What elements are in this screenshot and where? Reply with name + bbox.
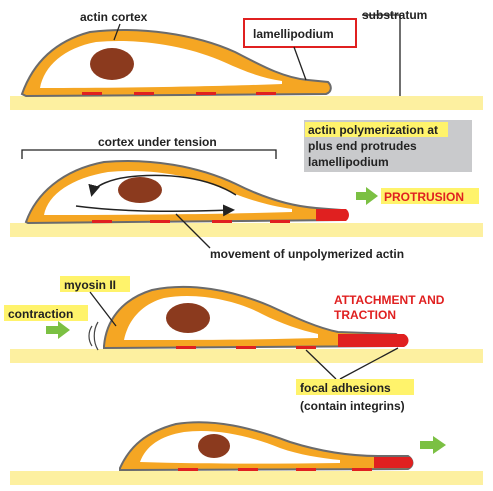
substratum-bar-2 bbox=[10, 223, 483, 237]
actin-flow-arrow-upper bbox=[88, 174, 237, 197]
polymerization-text-line3: lamellipodium bbox=[308, 155, 389, 169]
cortex-under-tension-label: cortex under tension bbox=[98, 135, 217, 149]
focal-contacts-2 bbox=[92, 220, 290, 223]
attachment-line1: ATTACHMENT AND bbox=[334, 293, 445, 307]
attachment-line2: TRACTION bbox=[334, 308, 396, 322]
contraction-label: contraction bbox=[8, 307, 73, 321]
myosin-highlight bbox=[60, 276, 130, 292]
lamellipodium-box bbox=[243, 18, 357, 48]
lamellipodium-label: lamellipodium bbox=[253, 27, 334, 41]
panel-4 bbox=[10, 421, 483, 485]
lamellipodium-tip bbox=[316, 209, 349, 221]
cell-cytoplasm-4 bbox=[140, 430, 340, 464]
polymerization-text-line2: plus end protrudes bbox=[308, 139, 417, 153]
actin-cortex-label: actin cortex bbox=[80, 10, 148, 24]
attachment-tip bbox=[338, 334, 409, 347]
nucleus-2 bbox=[118, 177, 162, 203]
cell-cytoplasm-3 bbox=[124, 295, 318, 340]
actin-cortex-pointer bbox=[113, 23, 121, 41]
contraction-motion-lines bbox=[88, 321, 99, 351]
focal-adhesions-highlight bbox=[296, 379, 414, 395]
nucleus-3 bbox=[166, 303, 210, 333]
protrusion-arrow bbox=[356, 187, 378, 205]
substratum-bar bbox=[10, 96, 483, 110]
nucleus-4 bbox=[198, 434, 230, 458]
focal-pointer-left bbox=[305, 349, 337, 380]
substratum-bar-4 bbox=[10, 471, 483, 485]
polymerization-highlight bbox=[305, 122, 448, 137]
focal-pointer-right bbox=[339, 347, 399, 380]
actin-flow-arrow-lower bbox=[75, 204, 235, 217]
nucleus bbox=[90, 48, 134, 80]
movement-label: movement of unpolymerized actin bbox=[210, 247, 404, 261]
focal-contacts-4 bbox=[178, 468, 372, 471]
panel-2: cortex under tension actin polymerizatio… bbox=[10, 120, 483, 261]
contain-integrins-label: (contain integrins) bbox=[300, 399, 405, 413]
panel-3: myosin II contraction ATTACHMENT AND TRA… bbox=[4, 276, 483, 413]
focal-contacts-3 bbox=[176, 346, 316, 349]
substratum-pointer bbox=[362, 14, 401, 96]
protrusion-highlight bbox=[381, 188, 479, 204]
lamellipodium-pointer bbox=[293, 46, 307, 81]
cortex-tension-bracket bbox=[21, 149, 277, 159]
myosin-label: myosin II bbox=[64, 278, 116, 292]
focal-adhesions-label: focal adhesions bbox=[300, 381, 391, 395]
panel-1: actin cortex lamellipodium substratum bbox=[10, 8, 483, 110]
lamellipodium-tip-4 bbox=[374, 457, 413, 468]
substratum-bar-3 bbox=[10, 349, 483, 363]
forward-arrow bbox=[420, 436, 446, 454]
protrusion-label: PROTRUSION bbox=[384, 190, 464, 204]
movement-pointer bbox=[175, 213, 211, 249]
contraction-arrow bbox=[46, 321, 70, 339]
contraction-highlight bbox=[4, 305, 88, 321]
polymerization-highlight-text: actin polymerization bbox=[308, 123, 424, 137]
polymerization-text-line1: actin polymerization at bbox=[308, 123, 438, 137]
focal-contacts bbox=[82, 92, 276, 95]
polymerization-line1-rest: at bbox=[424, 123, 438, 137]
myosin-pointer bbox=[89, 291, 117, 327]
